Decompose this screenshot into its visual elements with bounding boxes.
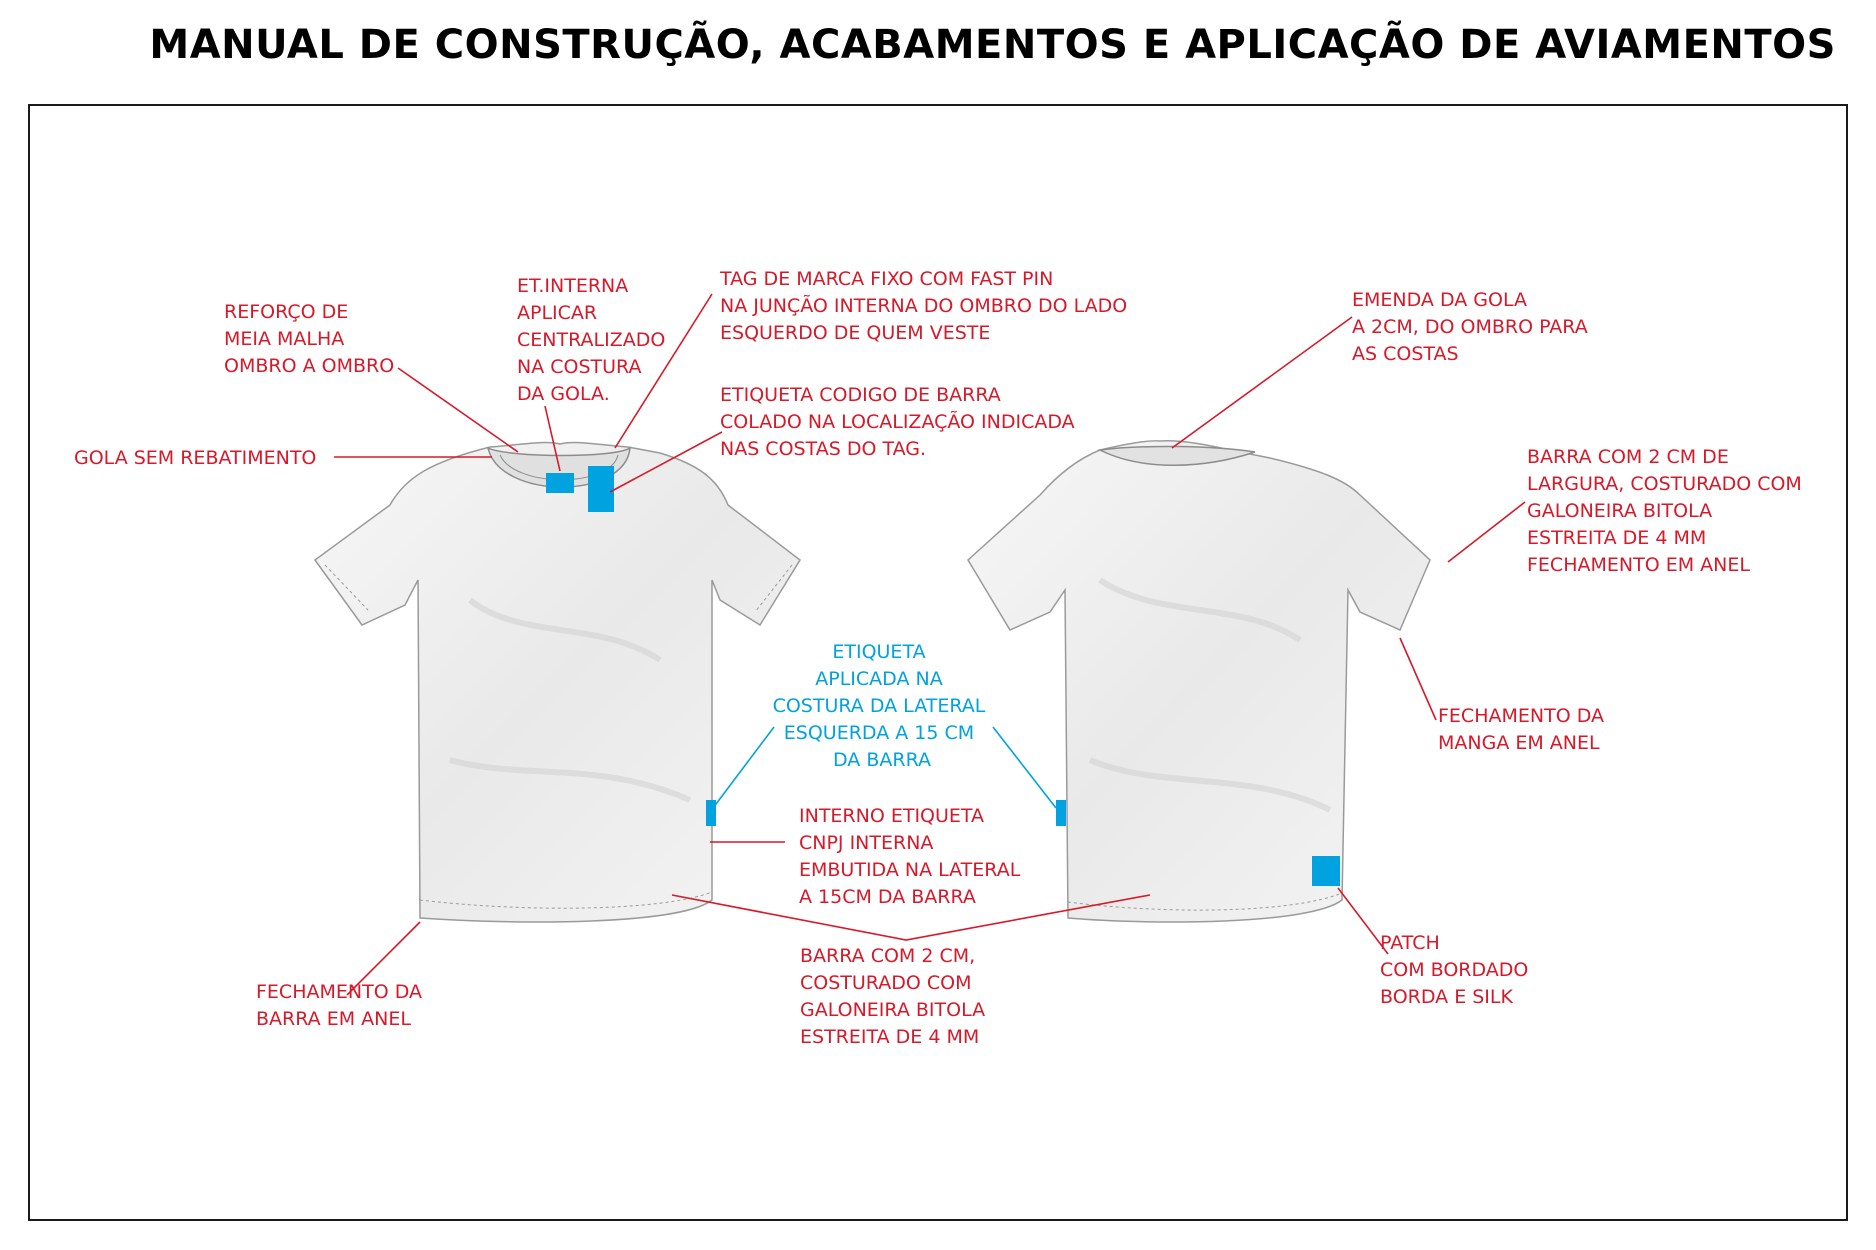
annotation-gola-sem: GOLA SEM REBATIMENTO (74, 447, 316, 469)
annotation-et-interna: ET.INTERNA APLICAR CENTRALIZADO NA COSTU… (517, 275, 671, 405)
annotation-barra-manga: BARRA COM 2 CM DE LARGURA, COSTURADO COM… (1527, 446, 1808, 576)
back-tshirt (967, 440, 1431, 923)
diagram-frame (28, 104, 1848, 1221)
annotation-barra-corpo: BARRA COM 2 CM, COSTURADO COM GALONEIRA … (800, 945, 991, 1048)
annotation-fechamento-manga: FECHAMENTO DA MANGA EM ANEL (1438, 705, 1610, 754)
annotation-fechamento-barra: FECHAMENTO DA BARRA EM ANEL (256, 981, 428, 1030)
back-collar (1097, 445, 1256, 466)
front-fold-shadow (449, 597, 692, 803)
back-body (967, 440, 1431, 923)
blue-leader-lines (712, 726, 1057, 809)
page-title: MANUAL DE CONSTRUÇÃO, ACABAMENTOS E APLI… (149, 22, 1836, 68)
patch-marker (1312, 856, 1340, 886)
front-sleeve-hem-right (754, 564, 793, 613)
annotation-interno-cnpj: INTERNO ETIQUETA CNPJ INTERNA EMBUTIDA N… (799, 805, 1026, 908)
front-side-label-marker (706, 800, 716, 826)
annotation-tag-marca: TAG DE MARCA FIXO COM FAST PIN NA JUNÇÃO… (719, 268, 1133, 344)
back-side-label-marker (1056, 800, 1066, 826)
annotation-reforco: REFORÇO DE MEIA MALHA OMBRO A OMBRO (224, 301, 394, 377)
front-body (313, 441, 801, 923)
front-hem-stitch (419, 891, 713, 909)
red-leader-lines (334, 293, 1526, 996)
annotation-patch: PATCH COM BORDADO BORDA E SILK (1380, 932, 1534, 1008)
annotation-etiqueta-lateral: ETIQUETA APLICADA NA COSTURA DA LATERAL … (773, 641, 992, 771)
front-sleeve-hem-left (324, 564, 369, 611)
back-fold-shadow (1088, 577, 1332, 813)
annotation-emenda-gola: EMENDA DA GOLA A 2CM, DO OMBRO PARA AS C… (1352, 289, 1594, 365)
annotation-etiqueta-codigo: ETIQUETA CODIGO DE BARRA COLADO NA LOCAL… (720, 384, 1081, 460)
back-hem-stitch (1067, 892, 1343, 911)
brand-tag-marker (588, 466, 614, 512)
front-tshirt (313, 441, 801, 923)
internal-neck-label-marker (546, 473, 574, 493)
